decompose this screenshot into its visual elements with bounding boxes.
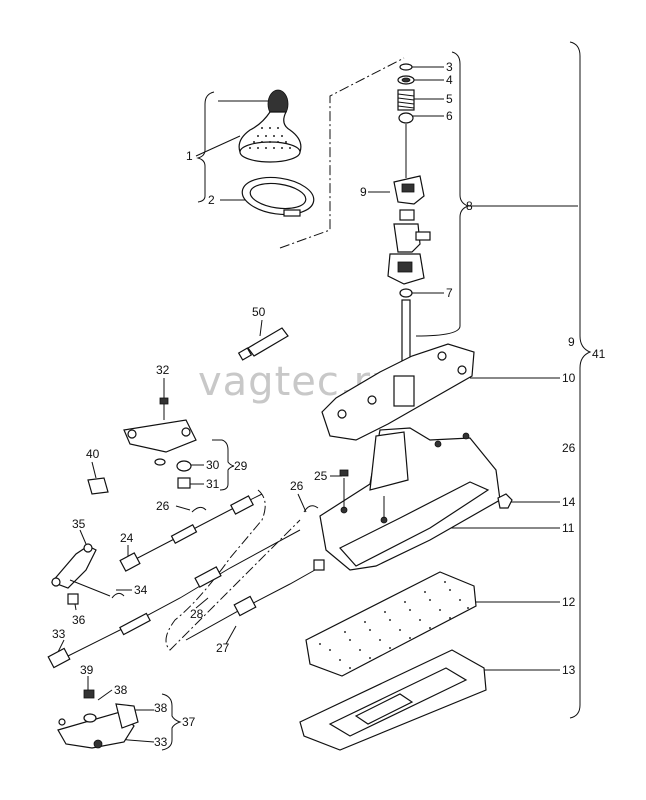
- clip-3-part: [399, 63, 413, 71]
- select-cable-28-part: [47, 529, 301, 669]
- callout-5: 5: [446, 92, 453, 106]
- bracket-29: [212, 439, 235, 491]
- callout-28: 28: [190, 607, 204, 621]
- callout-38-group: 38: [154, 701, 168, 715]
- callout-26-group: 26: [562, 441, 576, 455]
- clip-34-part: [111, 592, 125, 599]
- callout-36: 36: [72, 613, 86, 627]
- alignment-line-knob: [279, 57, 405, 249]
- callout-41: 41: [592, 347, 606, 361]
- lever-35-part: [50, 543, 111, 597]
- bushing-36-part: [67, 593, 79, 605]
- callout-24: 24: [120, 531, 134, 545]
- callout-10: 10: [562, 371, 576, 385]
- bracket-32-part: [123, 397, 197, 453]
- washer-29-part: [154, 458, 166, 466]
- callout-26-cable: 26: [156, 499, 170, 513]
- bracket-37: [161, 693, 182, 751]
- sleeve-4-part: [397, 75, 415, 85]
- callout-labels: 1 2 3 4 5 6 7 8 9 9 10 11 12 13 14 24 25…: [52, 60, 606, 749]
- callout-12: 12: [562, 595, 576, 609]
- bushing-30-part: [176, 460, 192, 472]
- callout-3: 3: [446, 60, 453, 74]
- callout-39: 39: [80, 663, 94, 677]
- alignment-line-cable: [165, 489, 301, 651]
- lever-37-part: [57, 689, 139, 749]
- callout-26-housing: 26: [290, 479, 304, 493]
- callout-8: 8: [466, 199, 473, 213]
- callout-2: 2: [208, 193, 215, 207]
- gear-knob-part: [238, 89, 302, 163]
- callout-40: 40: [86, 447, 100, 461]
- clip-26a-part: [303, 505, 319, 513]
- callout-31: 31: [206, 477, 220, 491]
- callout-30: 30: [206, 458, 220, 472]
- cable-27-part: [185, 559, 325, 641]
- bracket-41: [569, 41, 592, 719]
- callout-32: 32: [156, 363, 170, 377]
- callout-37: 37: [182, 715, 196, 729]
- insulation-mat-part: [305, 571, 477, 677]
- leader-lines: [57, 66, 578, 743]
- nut-14-part: [497, 493, 513, 509]
- callout-33-cable: 33: [52, 627, 66, 641]
- seal-frame-part: [299, 649, 487, 751]
- callout-6: 6: [446, 109, 453, 123]
- screw-25-part: [339, 469, 349, 477]
- shift-housing-part: [319, 427, 501, 571]
- callout-7: 7: [446, 286, 453, 300]
- grease-tube-part: [237, 327, 289, 361]
- callout-9-group: 9: [568, 335, 575, 349]
- callout-11: 11: [562, 521, 575, 535]
- callout-33-lever: 33: [154, 735, 168, 749]
- gasket-plate-part: [321, 343, 475, 441]
- shift-cable-24-part: [119, 493, 263, 572]
- boot-frame-part: [241, 176, 315, 217]
- clip-26b-part: [191, 506, 207, 513]
- bracket-1-2: [196, 91, 215, 203]
- callout-14: 14: [562, 495, 576, 509]
- spring-5-part: [397, 89, 415, 111]
- callout-27: 27: [216, 641, 230, 655]
- callout-9-lever: 9: [360, 185, 367, 199]
- lever-housing-part: [387, 124, 431, 411]
- callout-34: 34: [134, 583, 148, 597]
- callout-29: 29: [234, 459, 248, 473]
- clip-40-part: [87, 477, 109, 495]
- callout-13: 13: [562, 663, 576, 677]
- callout-1: 1: [186, 149, 193, 163]
- callout-50: 50: [252, 305, 266, 319]
- callout-38-nut: 38: [114, 683, 128, 697]
- callout-35: 35: [72, 517, 86, 531]
- callout-4: 4: [446, 73, 453, 87]
- bushing-31-part: [177, 477, 191, 489]
- callout-25: 25: [314, 469, 328, 483]
- cup-6-part: [398, 112, 414, 124]
